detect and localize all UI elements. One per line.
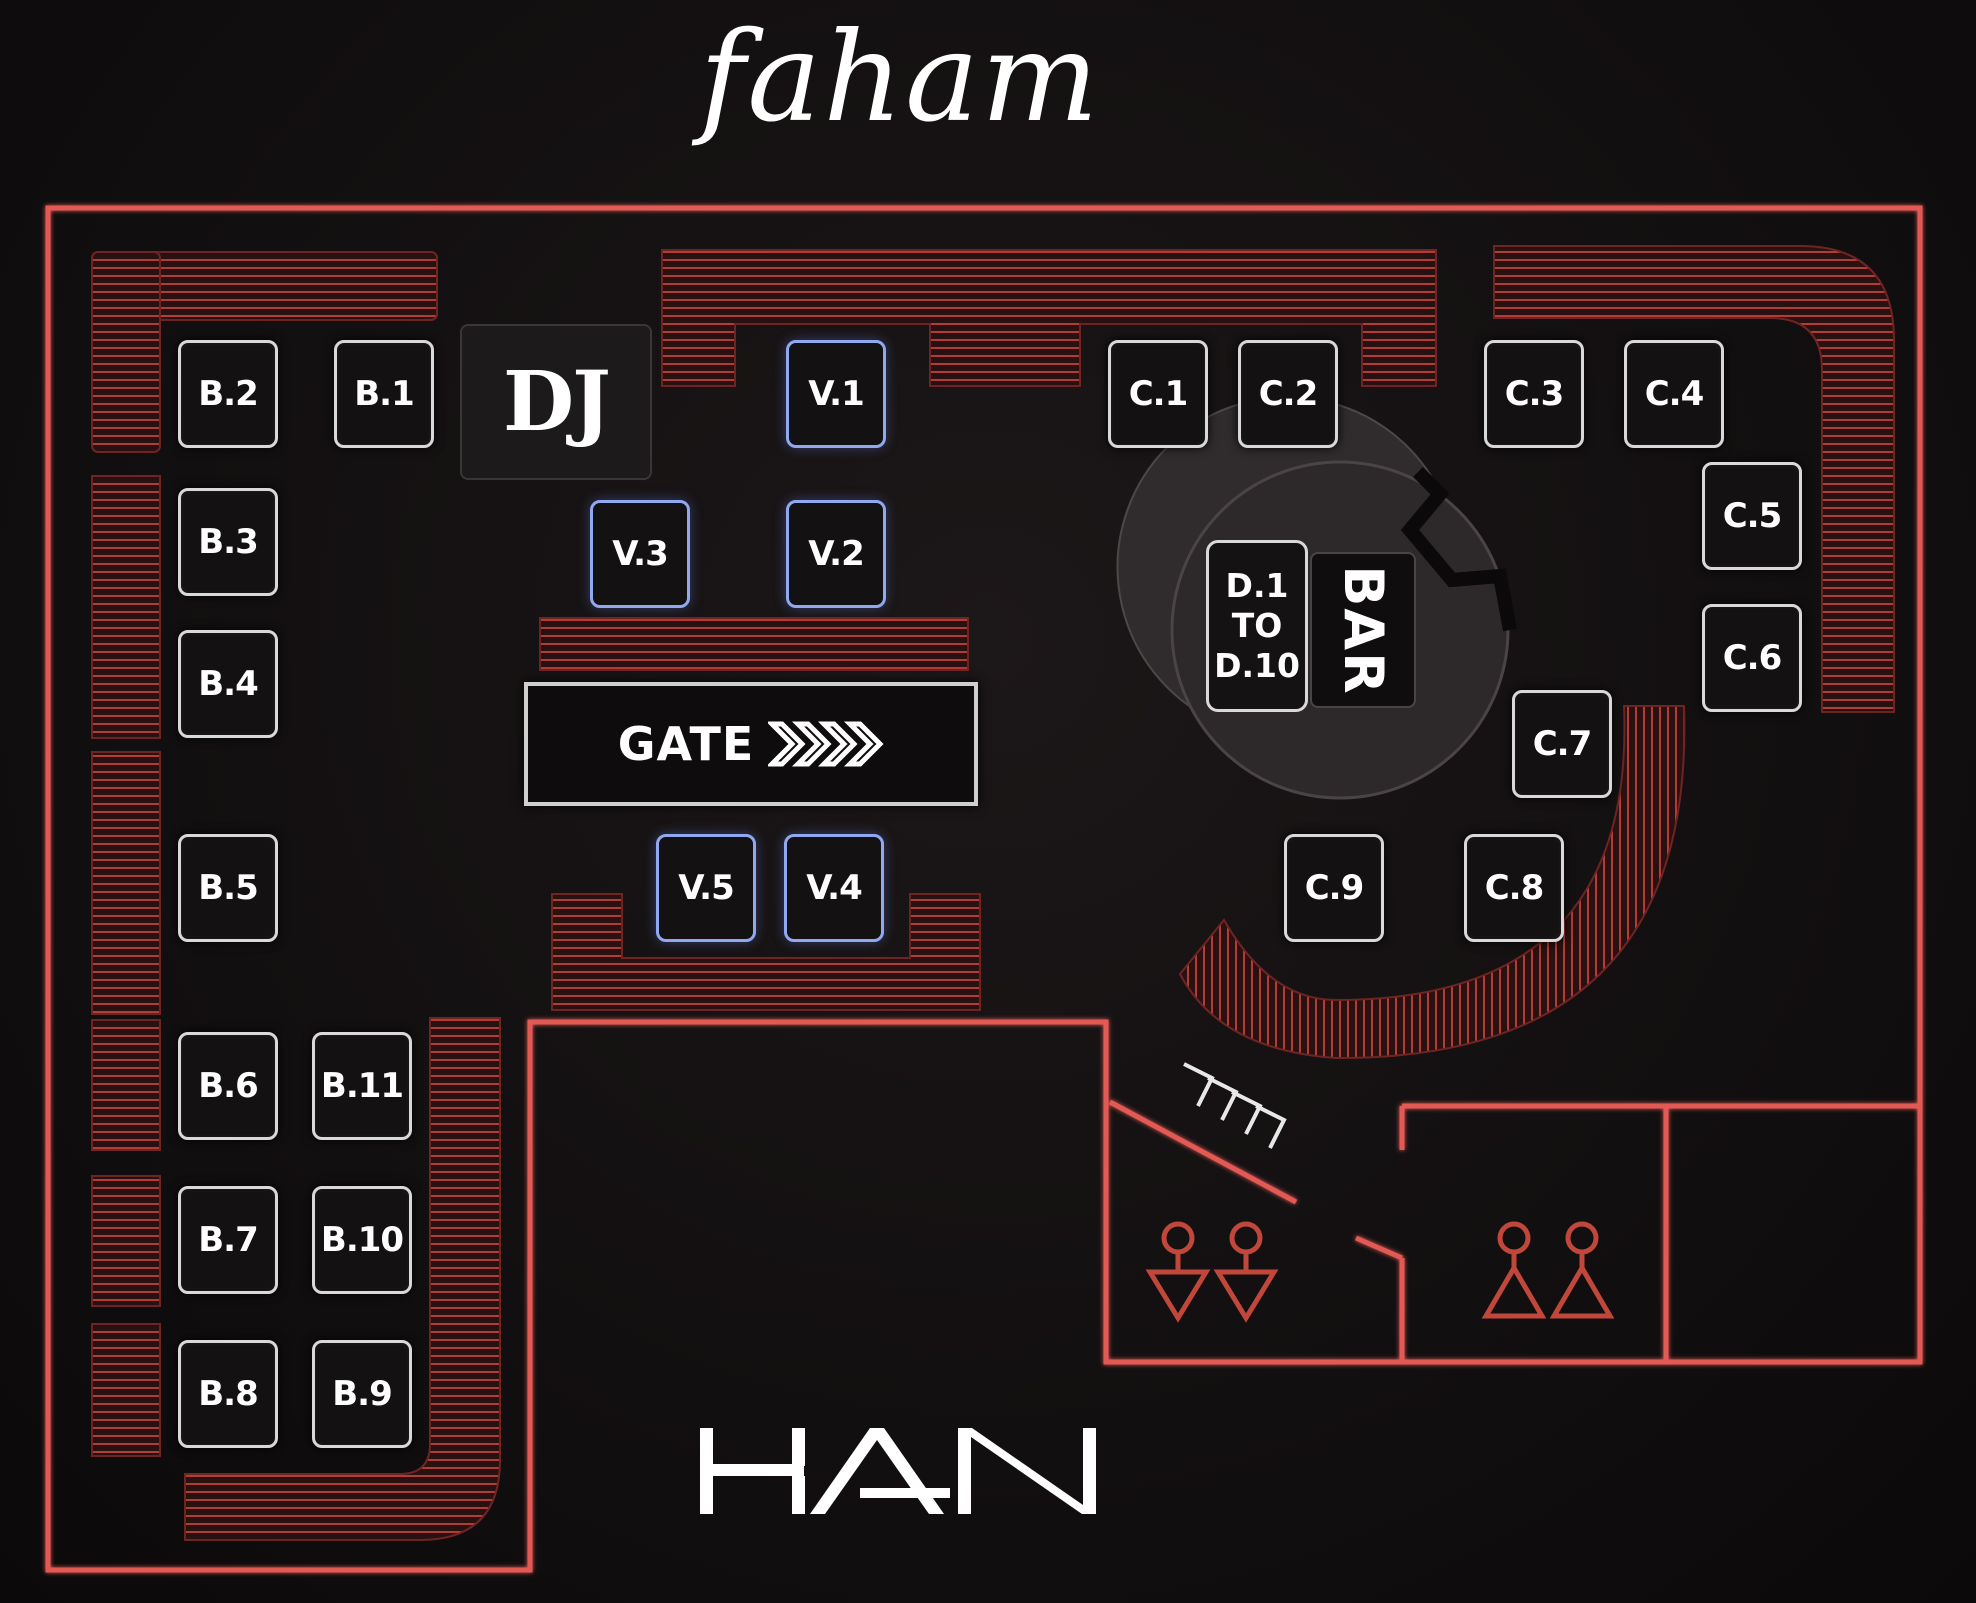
- table-c3[interactable]: C.3: [1484, 340, 1584, 448]
- table-c7[interactable]: C.7: [1512, 690, 1612, 798]
- table-c1[interactable]: C.1: [1108, 340, 1208, 448]
- table-b9[interactable]: B.9: [312, 1340, 412, 1448]
- dj-booth[interactable]: DJ: [460, 324, 652, 480]
- table-b5[interactable]: B.5: [178, 834, 278, 942]
- table-b4[interactable]: B.4: [178, 630, 278, 738]
- table-v4[interactable]: V.4: [784, 834, 884, 942]
- table-b2[interactable]: B.2: [178, 340, 278, 448]
- table-b10[interactable]: B.10: [312, 1186, 412, 1294]
- bar-zone-line: D.1: [1225, 566, 1289, 605]
- table-b11[interactable]: B.11: [312, 1032, 412, 1140]
- table-v1[interactable]: V.1: [786, 340, 886, 448]
- bar-zone-line: TO: [1231, 606, 1283, 645]
- men-restroom-icon: [1481, 1221, 1615, 1319]
- brand-wordmark: faham: [699, 6, 1101, 150]
- bar-label: BAR: [1331, 564, 1395, 696]
- table-v2[interactable]: V.2: [786, 500, 886, 608]
- table-c5[interactable]: C.5: [1702, 462, 1802, 570]
- table-v5[interactable]: V.5: [656, 834, 756, 942]
- han-logo: [700, 1428, 1096, 1514]
- table-b7[interactable]: B.7: [178, 1186, 278, 1294]
- entrance-gate[interactable]: GATE: [524, 682, 978, 806]
- gate-label: GATE: [617, 717, 755, 771]
- table-c9[interactable]: C.9: [1284, 834, 1384, 942]
- seating: [91, 245, 1895, 1541]
- chevron-right-icon: [768, 721, 884, 767]
- table-b8[interactable]: B.8: [178, 1340, 278, 1448]
- floor-arrow-icon: [1183, 1062, 1287, 1149]
- table-b3[interactable]: B.3: [178, 488, 278, 596]
- bar-zone-line: D.10: [1214, 646, 1300, 685]
- table-c8[interactable]: C.8: [1464, 834, 1564, 942]
- women-restroom-icon: [1145, 1221, 1279, 1323]
- table-c6[interactable]: C.6: [1702, 604, 1802, 712]
- table-b6[interactable]: B.6: [178, 1032, 278, 1140]
- table-c2[interactable]: C.2: [1238, 340, 1338, 448]
- bar-sign: BAR: [1310, 552, 1416, 708]
- table-v3[interactable]: V.3: [590, 500, 690, 608]
- walls: [45, 205, 1923, 1573]
- bar-seating-zone[interactable]: D.1 TO D.10: [1206, 540, 1308, 712]
- table-c4[interactable]: C.4: [1624, 340, 1724, 448]
- table-b1[interactable]: B.1: [334, 340, 434, 448]
